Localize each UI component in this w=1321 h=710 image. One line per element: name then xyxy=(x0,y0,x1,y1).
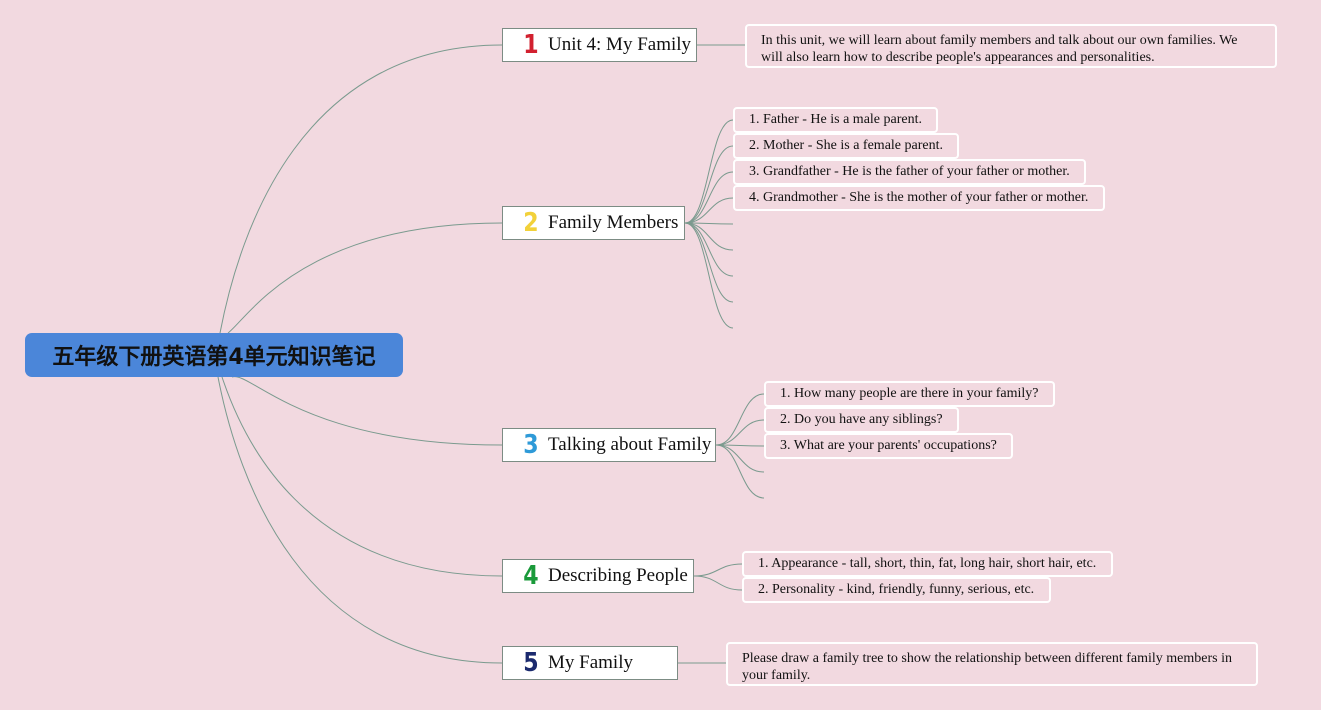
leaf-text: 4. Grandmother - She is the mother of yo… xyxy=(749,190,1089,205)
leaf-father[interactable]: 1. Father - He is a male parent. xyxy=(733,107,938,133)
leaf-text: 3. Grandfather - He is the father of you… xyxy=(749,164,1070,179)
leaf-mother[interactable]: 2. Mother - She is a female parent. xyxy=(733,133,959,159)
root-branch-link xyxy=(221,376,503,577)
branch-label: My Family xyxy=(548,652,633,673)
root-branch-link xyxy=(217,376,503,664)
leaf-grandmother[interactable]: 4. Grandmother - She is the mother of yo… xyxy=(733,185,1105,211)
branch-leaf-link xyxy=(684,171,734,224)
branch-talking-about-family[interactable]: 3 Talking about Family xyxy=(502,428,716,462)
leaf-text: 1. Father - He is a male parent. xyxy=(749,112,922,127)
branch-leaf-link xyxy=(693,563,743,577)
branch-leaf-link xyxy=(715,419,765,446)
leaf-text: 2. Do you have any siblings? xyxy=(780,412,943,427)
number-3-icon: 3 xyxy=(523,430,539,460)
leaf-siblings[interactable]: 2. Do you have any siblings? xyxy=(764,407,959,433)
root-branch-link xyxy=(227,222,503,334)
leaf-text: 2. Mother - She is a female parent. xyxy=(749,138,943,153)
leaf-family-tree-task[interactable]: Please draw a family tree to show the re… xyxy=(726,642,1258,686)
root-topic[interactable]: 五年级下册英语第4单元知识笔记 xyxy=(25,333,403,377)
branch-leaf-link xyxy=(693,575,743,591)
branch-leaf-link xyxy=(684,145,734,224)
branch-leaf-link xyxy=(715,393,765,446)
branch-leaf-link xyxy=(715,444,765,499)
branch-label: Talking about Family xyxy=(548,434,712,455)
leaf-text: Please draw a family tree to show the re… xyxy=(742,651,1232,683)
leaf-text: In this unit, we will learn about family… xyxy=(761,33,1238,65)
branch-leaf-link xyxy=(684,222,734,329)
branch-leaf-link xyxy=(684,222,734,277)
root-branch-link xyxy=(219,44,503,334)
leaf-text: 3. What are your parents' occupations? xyxy=(780,438,997,453)
leaf-grandfather[interactable]: 3. Grandfather - He is the father of you… xyxy=(733,159,1086,185)
leaf-text: 1. How many people are there in your fam… xyxy=(780,386,1039,401)
leaf-appearance[interactable]: 1. Appearance - tall, short, thin, fat, … xyxy=(742,551,1113,577)
number-1-icon: 1 xyxy=(523,30,539,60)
branch-label: Unit 4: My Family xyxy=(548,34,692,55)
branch-leaf-link xyxy=(684,197,734,224)
root-branch-link xyxy=(231,376,503,446)
leaf-text: 2. Personality - kind, friendly, funny, … xyxy=(758,582,1035,597)
branch-label: Describing People xyxy=(548,565,688,586)
branch-family-members[interactable]: 2 Family Members xyxy=(502,206,685,240)
branch-label: Family Members xyxy=(548,212,679,233)
branch-my-family[interactable]: 5 My Family xyxy=(502,646,678,680)
leaf-text: 1. Appearance - tall, short, thin, fat, … xyxy=(758,556,1097,571)
branch-leaf-link xyxy=(715,444,765,473)
leaf-unit-intro[interactable]: In this unit, we will learn about family… xyxy=(745,24,1277,68)
branch-leaf-link xyxy=(684,222,734,303)
number-2-icon: 2 xyxy=(523,208,539,238)
branch-leaf-link xyxy=(684,119,734,224)
number-4-icon: 4 xyxy=(523,561,539,591)
number-5-icon: 5 xyxy=(523,648,539,678)
root-title: 五年级下册英语第4单元知识笔记 xyxy=(52,345,376,370)
branch-describing-people[interactable]: 4 Describing People xyxy=(502,559,694,593)
branch-unit-4-my-family[interactable]: 1 Unit 4: My Family xyxy=(502,28,697,62)
leaf-occupations[interactable]: 3. What are your parents' occupations? xyxy=(764,433,1013,459)
leaf-personality[interactable]: 2. Personality - kind, friendly, funny, … xyxy=(742,577,1051,603)
leaf-how-many-people[interactable]: 1. How many people are there in your fam… xyxy=(764,381,1055,407)
